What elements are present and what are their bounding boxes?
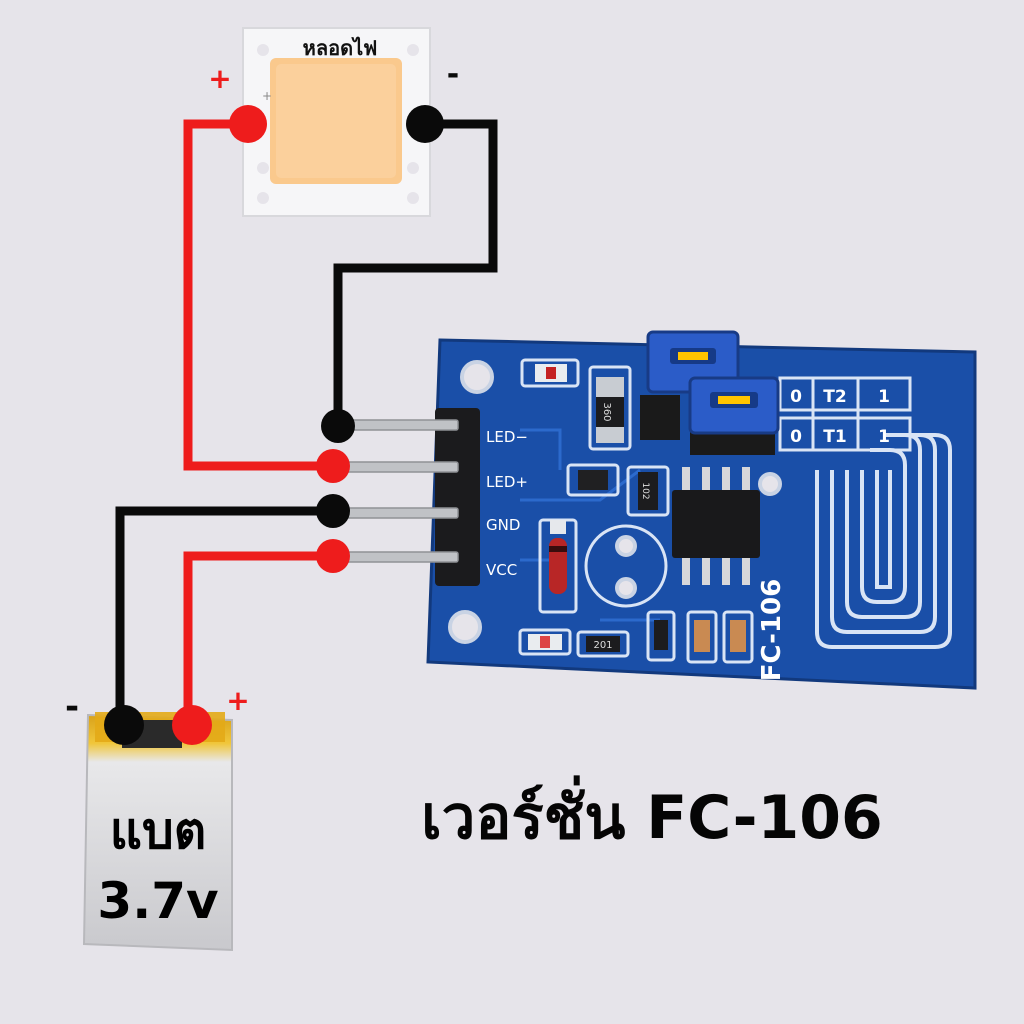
wires (115, 119, 498, 727)
pin-led-minus-joint (321, 409, 355, 443)
board-model-silkscreen: FC-106 (757, 579, 787, 682)
connection-points (104, 105, 444, 745)
pin-gnd-joint (316, 494, 350, 528)
jumper-grid: 0 T2 1 0 T1 1 (778, 376, 912, 452)
pad-label: T2 (823, 387, 846, 407)
battery-label-line2: 3.7v (97, 872, 218, 930)
pin-label-vcc: VCC (486, 561, 517, 579)
ic-chip (672, 467, 760, 585)
lamp-minus-sign: - (447, 57, 459, 92)
smd-resistor-201: 201 (576, 630, 630, 658)
lamp-positive-terminal (229, 105, 267, 143)
battery-plus-sign: + (226, 684, 249, 717)
lamp-plus-silk: + (262, 89, 272, 103)
pin-label-led-minus: LED− (486, 428, 528, 446)
fc106-board: 0 T2 1 0 T1 1 360 (426, 330, 977, 690)
wire-gnd (115, 506, 338, 727)
pad-label: 0 (790, 427, 802, 447)
mount-hole (460, 360, 494, 394)
battery-label-line1: แบต (110, 802, 206, 860)
lamp-negative-terminal (406, 105, 444, 143)
header-pin (337, 551, 459, 563)
battery-positive-terminal (172, 705, 212, 745)
mount-hole (758, 472, 782, 496)
smd-red-diode (538, 518, 578, 614)
pad-label: 0 (790, 387, 802, 407)
smd-led-bottom (518, 628, 572, 656)
wire-led-negative (333, 119, 498, 431)
lamp: + หลอดไฟ (242, 27, 431, 217)
resistor-marking: 102 (640, 482, 650, 499)
jumper-lower (688, 376, 780, 455)
smd-transistor (566, 463, 620, 497)
resistor-marking: 201 (593, 640, 612, 651)
wire-vcc (183, 551, 338, 727)
pin-header (337, 408, 480, 586)
smd-diode: 360 (588, 365, 632, 451)
header-pin (337, 419, 459, 431)
pad-label: 1 (878, 427, 890, 447)
pin-label-led-plus: LED+ (486, 473, 528, 491)
smd-resistor-small (646, 610, 676, 662)
mount-hole (448, 610, 482, 644)
smd-led (520, 358, 580, 388)
wire-led-positive (183, 119, 338, 471)
battery-minus-sign: - (65, 687, 79, 727)
pin-led-plus-joint (316, 449, 350, 483)
header-pin (337, 461, 459, 473)
pin-vcc-joint (316, 539, 350, 573)
battery: แบต 3.7v (82, 712, 233, 952)
version-headline: เวอร์ชั่น FC-106 (421, 775, 883, 853)
pin-label-gnd: GND (486, 516, 520, 534)
pad-label: T1 (823, 427, 846, 447)
pad-label: 1 (878, 387, 890, 407)
smd-capacitor (722, 610, 754, 664)
diode-marking: 360 (601, 402, 612, 421)
smd-capacitor (686, 610, 718, 664)
buzzer-footprint (584, 524, 668, 608)
touch-pad (815, 433, 952, 649)
header-pin (337, 507, 459, 519)
lamp-label: หลอดไฟ (303, 36, 378, 60)
smd-resistor: 102 (626, 465, 670, 517)
battery-negative-terminal (104, 705, 144, 745)
lamp-plus-sign: + (208, 62, 231, 95)
